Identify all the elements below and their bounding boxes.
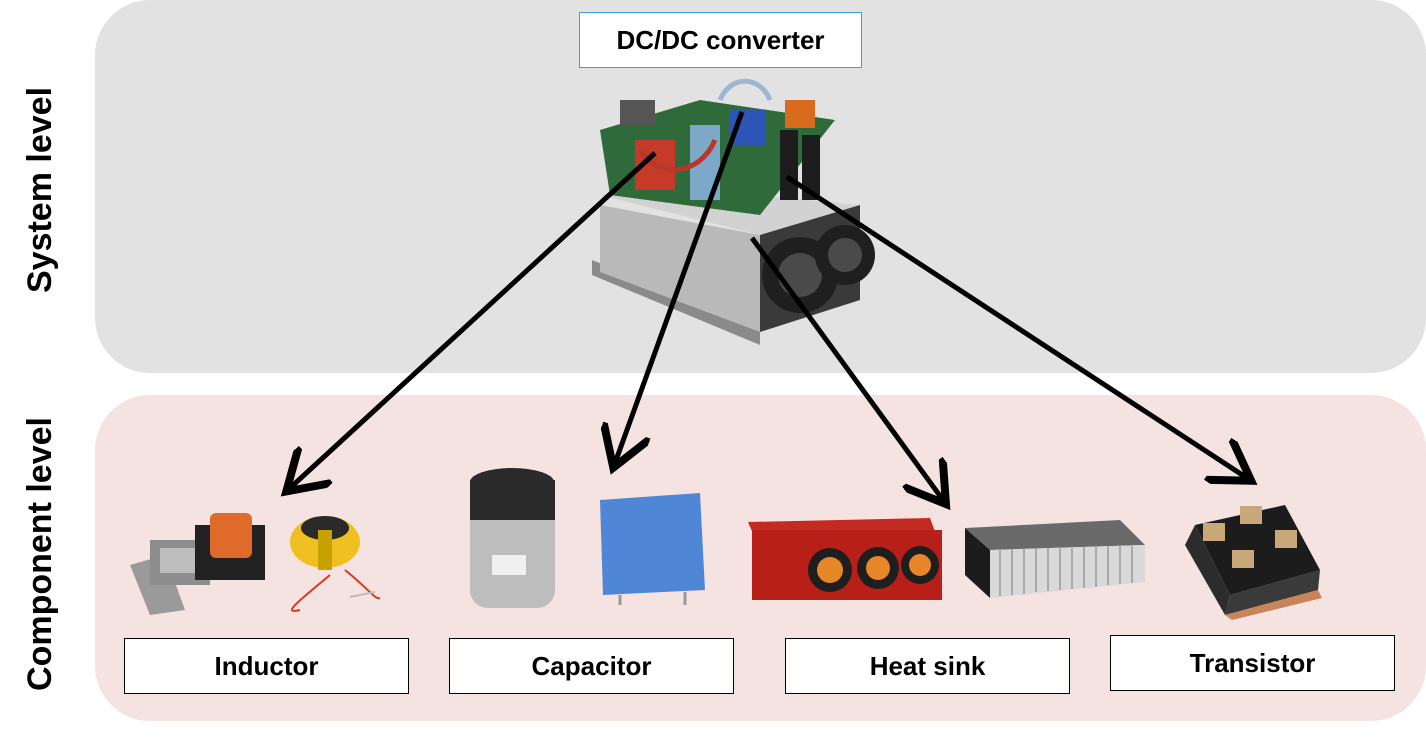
dcdc-converter-image [592,78,875,345]
inductor-label: Inductor [124,638,409,694]
heat-sink-image [748,518,1145,600]
arrow-to-heat-sink [749,236,943,500]
transistor-label: Transistor [1110,635,1395,691]
transistor-image [1185,505,1322,620]
capacitor-label: Capacitor [449,638,734,694]
arrow-to-inductor [290,151,657,488]
arrow-to-transistor [785,174,1247,478]
dcdc-converter-title: DC/DC converter [579,12,862,68]
heat-sink-label: Heat sink [785,638,1070,694]
capacitor-image [470,468,705,608]
arrow-to-capacitor [615,111,745,463]
decomposition-arrows [290,111,1247,500]
inductor-image [130,513,381,615]
